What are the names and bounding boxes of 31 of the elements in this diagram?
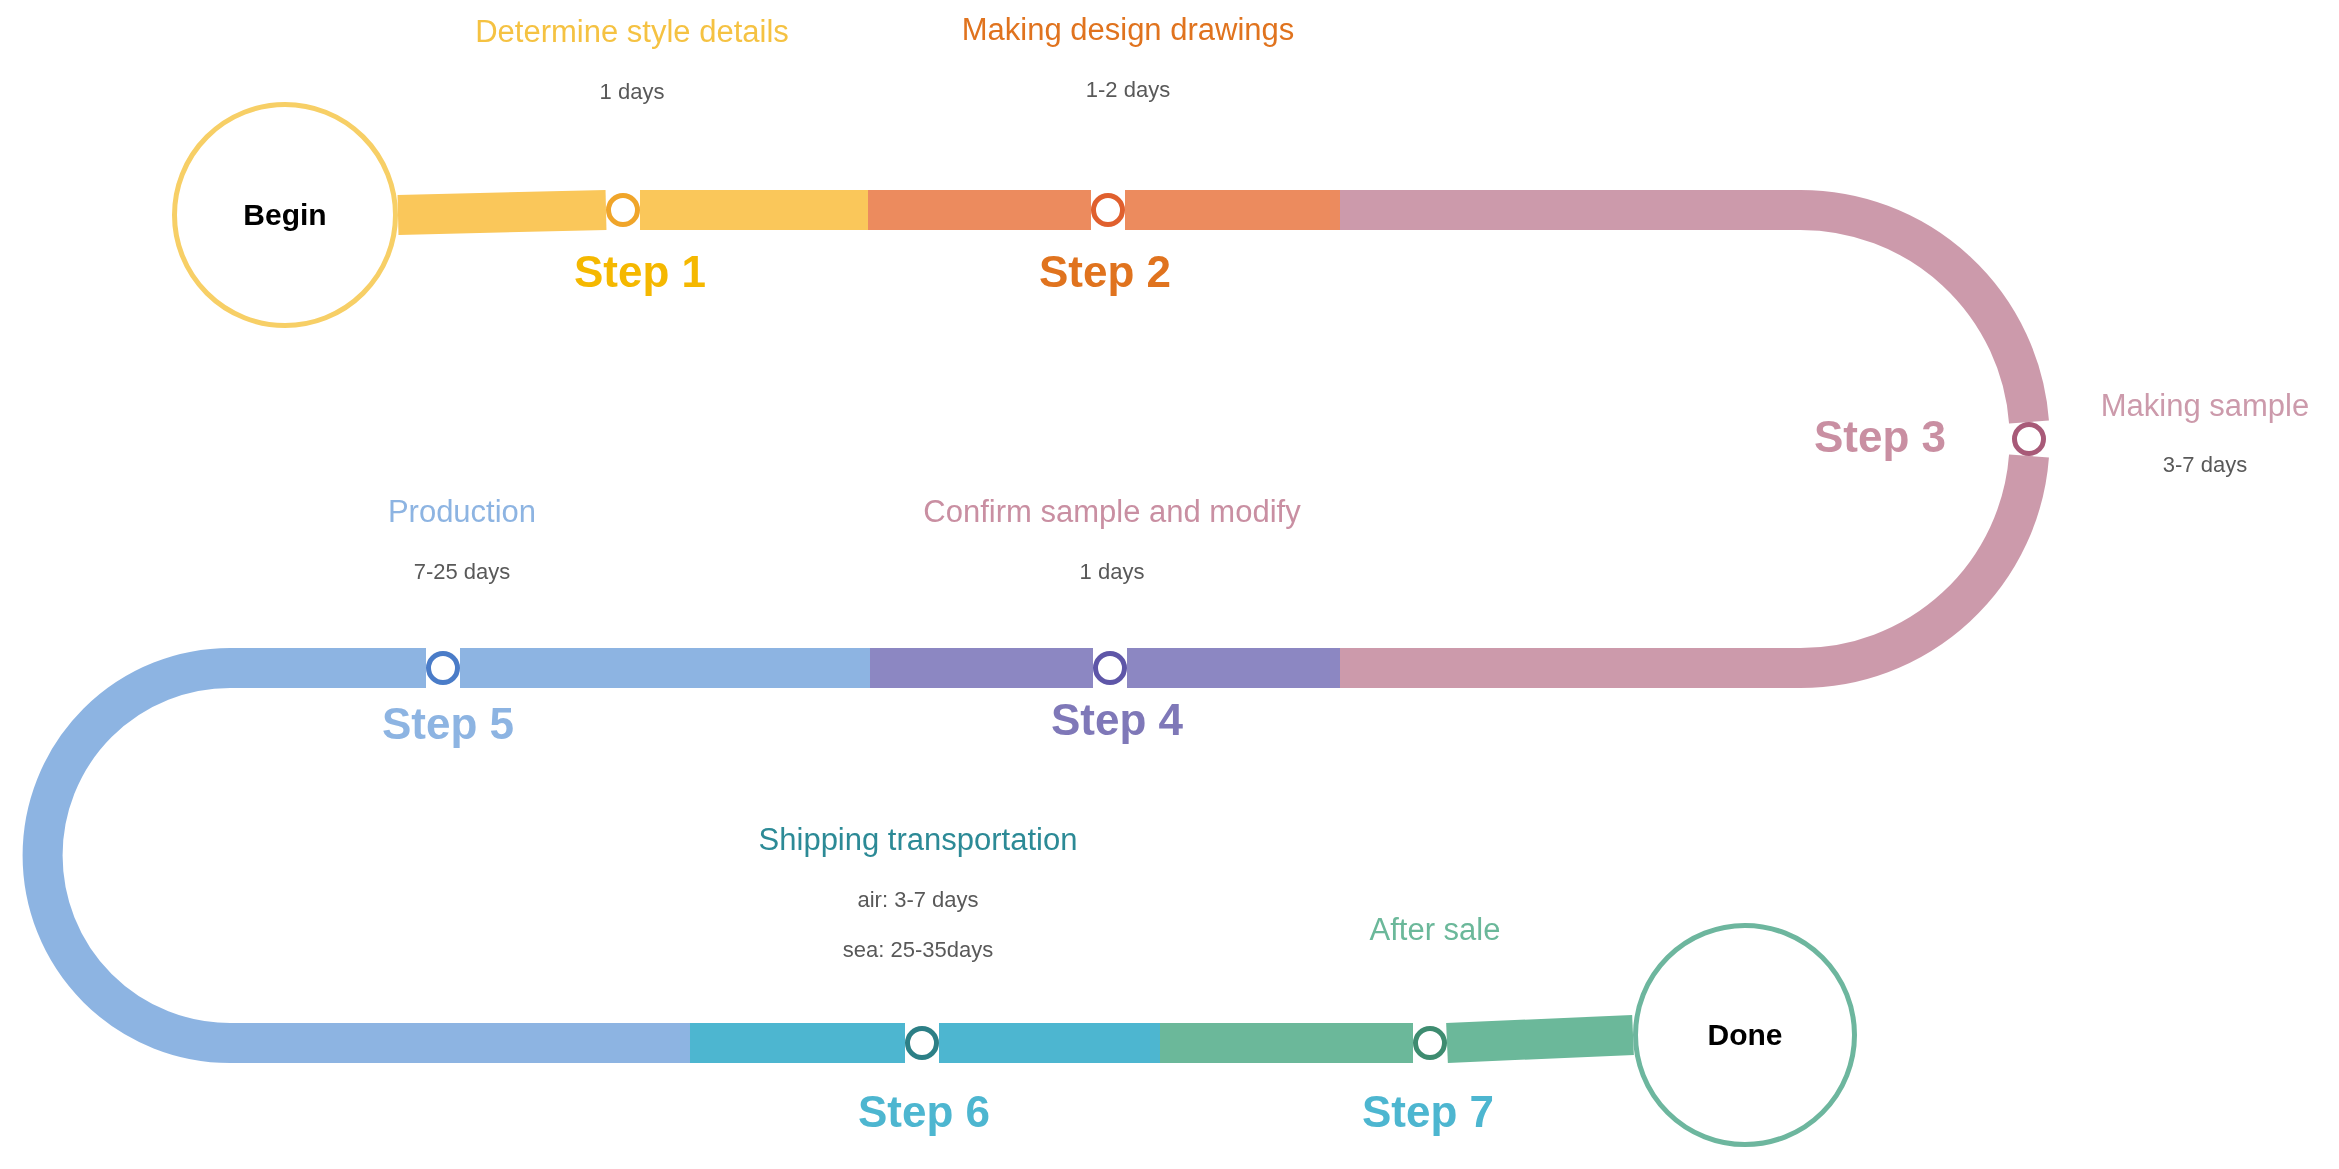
step-title: Production <box>387 494 537 530</box>
duration-text: air: 3-7 days <box>857 887 979 913</box>
step-label: Step 5 <box>382 699 514 749</box>
step-label: Step 3 <box>1814 412 1946 462</box>
duration-text: 7-25 days <box>413 559 511 585</box>
timeline-track <box>1446 1015 1634 1063</box>
milestone-circle: Done <box>1633 923 1857 1147</box>
duration-text: 1 days <box>599 79 665 105</box>
duration-text: sea: 25-35days <box>842 937 994 963</box>
step-title: Confirm sample and modify <box>923 494 1301 530</box>
duration-text: 1 days <box>1079 559 1145 585</box>
step-title: Making sample <box>2100 388 2310 424</box>
step-title: Making design drawings <box>961 12 1295 48</box>
step-label: Step 4 <box>1051 695 1183 745</box>
timeline-track <box>1125 190 2049 425</box>
step-label: Step 7 <box>1362 1087 1494 1137</box>
timeline-track <box>640 190 1091 230</box>
milestone-circle: Begin <box>172 102 398 328</box>
timeline-track <box>1127 453 2049 688</box>
timeline-track <box>397 190 607 235</box>
step-label: Step 6 <box>858 1087 990 1137</box>
duration-text: 3-7 days <box>2162 452 2248 478</box>
timeline-track <box>460 648 1093 688</box>
step-title: After sale <box>1369 912 1501 948</box>
duration-text: 1-2 days <box>1085 77 1171 103</box>
step-title: Determine style details <box>475 14 789 50</box>
timeline-track <box>22 648 905 1063</box>
timeline-track <box>939 1023 1413 1063</box>
step-label: Step 1 <box>574 247 706 297</box>
step-label: Step 2 <box>1039 247 1171 297</box>
step-title: Shipping transportation <box>758 822 1078 858</box>
